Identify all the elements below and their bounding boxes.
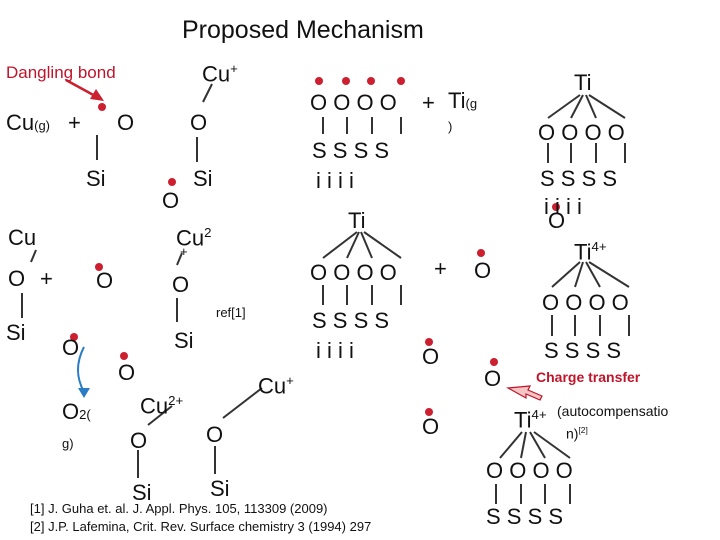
dangling-bond-label: Dangling bond: [6, 63, 116, 82]
iii-row: i i i i: [544, 194, 582, 219]
oxygen-atom: O: [162, 188, 180, 213]
silicon-atom: Si: [132, 480, 152, 505]
oxygen-atom: O: [8, 266, 26, 291]
o2-gas-suffix: g): [62, 436, 74, 451]
oxygen-atom: O: [190, 110, 208, 135]
oxygen-atom: O: [548, 208, 566, 233]
oxygen-atom: O: [117, 110, 135, 135]
ti4-ion: Ti4+: [514, 407, 547, 433]
cu-ion: Cu+: [202, 61, 238, 87]
cu-atom: Cu: [8, 225, 37, 250]
plus-sign: +: [68, 110, 81, 135]
oxygen-atom: O: [96, 268, 114, 293]
cu2-ion: Cu2: [176, 225, 212, 251]
oxygen-atom: O: [474, 258, 492, 283]
silicon-atom: Si: [193, 166, 213, 191]
oxygen-atom: O: [422, 344, 440, 369]
sss-row: S S S S: [486, 504, 564, 529]
ti-atom: Ti: [574, 70, 592, 95]
oxygen-atom: O: [172, 272, 190, 297]
charge-transfer-label: Charge transfer: [536, 369, 641, 385]
o2-gas: O2(: [62, 399, 91, 424]
silicon-atom: Si: [210, 476, 230, 501]
autocompensation-label: (autocompensatio: [557, 403, 669, 419]
ooo-row: O O O O: [542, 290, 629, 315]
silicon-atom: Si: [6, 320, 26, 345]
reference-1: [1] J. Guha et. al. J. Appl. Phys. 105, …: [30, 501, 328, 516]
ti4-ion: Ti4+: [574, 239, 607, 265]
ooo-row: O O O O: [310, 260, 397, 285]
cu2plus-ion: Cu2+: [140, 393, 184, 419]
iii-row: i i i i: [316, 338, 354, 363]
plus-sign: +: [434, 256, 447, 281]
plus-sign: +: [422, 90, 435, 115]
silicon-atom: Si: [174, 328, 194, 353]
reference-tag: ref[1]: [216, 305, 246, 320]
sss-row: S S S S: [312, 308, 390, 333]
ooo-row: O O O O: [538, 120, 625, 145]
autocompensation-label-end: n)[2]: [566, 425, 588, 442]
oxygen-atom: O: [62, 335, 80, 360]
ooo-row: O O O O: [486, 458, 573, 483]
silicon-atom: Si: [86, 166, 106, 191]
ti-atom: Ti: [348, 208, 366, 233]
ti-gas: Ti(g: [448, 88, 478, 113]
cu-ion: Cu+: [258, 373, 294, 399]
sss-row: S S S S: [544, 338, 622, 363]
sss-row: S S S S: [540, 166, 618, 191]
oxygen-atom: O: [130, 428, 148, 453]
ooo-row: O O O O: [310, 90, 397, 115]
sss-row: S S S S: [312, 138, 390, 163]
oxygen-atom: O: [484, 366, 502, 391]
page-title: Proposed Mechanism: [182, 16, 424, 44]
plus-sign: +: [40, 266, 53, 291]
iii-row: i i i i: [316, 168, 354, 193]
oxygen-atom: O: [206, 422, 224, 447]
oxygen-atom: O: [422, 414, 440, 439]
oxygen-atom: O: [118, 360, 136, 385]
ti-gas-close: ): [448, 119, 453, 134]
reference-2: [2] J.P. Lafemina, Crit. Rev. Surface ch…: [30, 519, 372, 534]
plus-sign: +: [180, 244, 188, 259]
cu-gas: Cu(g): [6, 110, 51, 135]
